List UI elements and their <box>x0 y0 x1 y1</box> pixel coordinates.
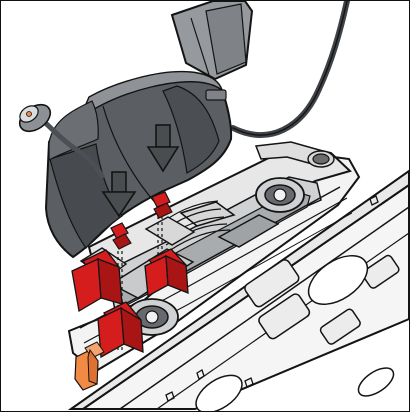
orange-part-shadow <box>87 348 99 385</box>
plate-edge-top <box>67 169 409 410</box>
right-clip-small <box>153 202 173 219</box>
motor-rod-line <box>190 17 211 79</box>
arrows <box>101 124 180 218</box>
mount-hole-upper-inner <box>312 153 330 165</box>
plate-oval-cutouts <box>195 254 395 411</box>
bottom-clip-shadow <box>120 306 144 354</box>
orange-part <box>74 341 105 391</box>
mark-2 <box>244 377 254 388</box>
motor-assembly <box>18 1 350 259</box>
connector-assembly <box>18 103 105 179</box>
right-arrow-shaft <box>155 124 171 148</box>
cutout-3 <box>357 367 395 397</box>
motor-side-shadow <box>162 85 220 174</box>
mark-4 <box>369 195 379 206</box>
right-lower-clip-shadow <box>165 254 189 294</box>
left-arrow-shaft <box>111 171 127 193</box>
motor-back-panel <box>48 100 99 161</box>
lower-plate <box>67 158 409 411</box>
slot-4 <box>361 254 400 289</box>
connector-cable-fill <box>32 110 105 179</box>
motor-edge-line <box>102 105 158 206</box>
left-arrow-head <box>101 191 137 218</box>
plate-inner-line <box>119 206 409 410</box>
red-clips <box>71 191 189 359</box>
slot-3 <box>319 308 361 345</box>
right-arrow <box>146 124 180 173</box>
connector-pin <box>26 111 32 117</box>
mount-hole-left-screw <box>145 310 159 324</box>
mount-hole-right-screw <box>273 188 287 202</box>
cutout-1 <box>307 254 369 306</box>
cutout-2 <box>195 374 243 411</box>
motor-top-tab <box>205 89 227 101</box>
guide-lines <box>117 204 163 352</box>
mark-1 <box>196 369 205 380</box>
tray-front-block <box>179 201 236 227</box>
slot-1 <box>244 259 300 308</box>
mount-hole-right <box>255 177 305 213</box>
left-arrow <box>101 171 137 218</box>
left-clip-small <box>112 233 132 250</box>
mark-5 <box>165 391 175 402</box>
plate-slots <box>244 254 400 345</box>
motor-cable-outline <box>232 1 348 136</box>
motor-rod-shadow <box>205 3 247 75</box>
right-arrow-head <box>146 146 180 173</box>
tray-center-bracket <box>217 214 280 248</box>
slot-2 <box>258 293 311 340</box>
wire-5 <box>168 229 231 252</box>
mount-hole-upper <box>307 150 335 168</box>
